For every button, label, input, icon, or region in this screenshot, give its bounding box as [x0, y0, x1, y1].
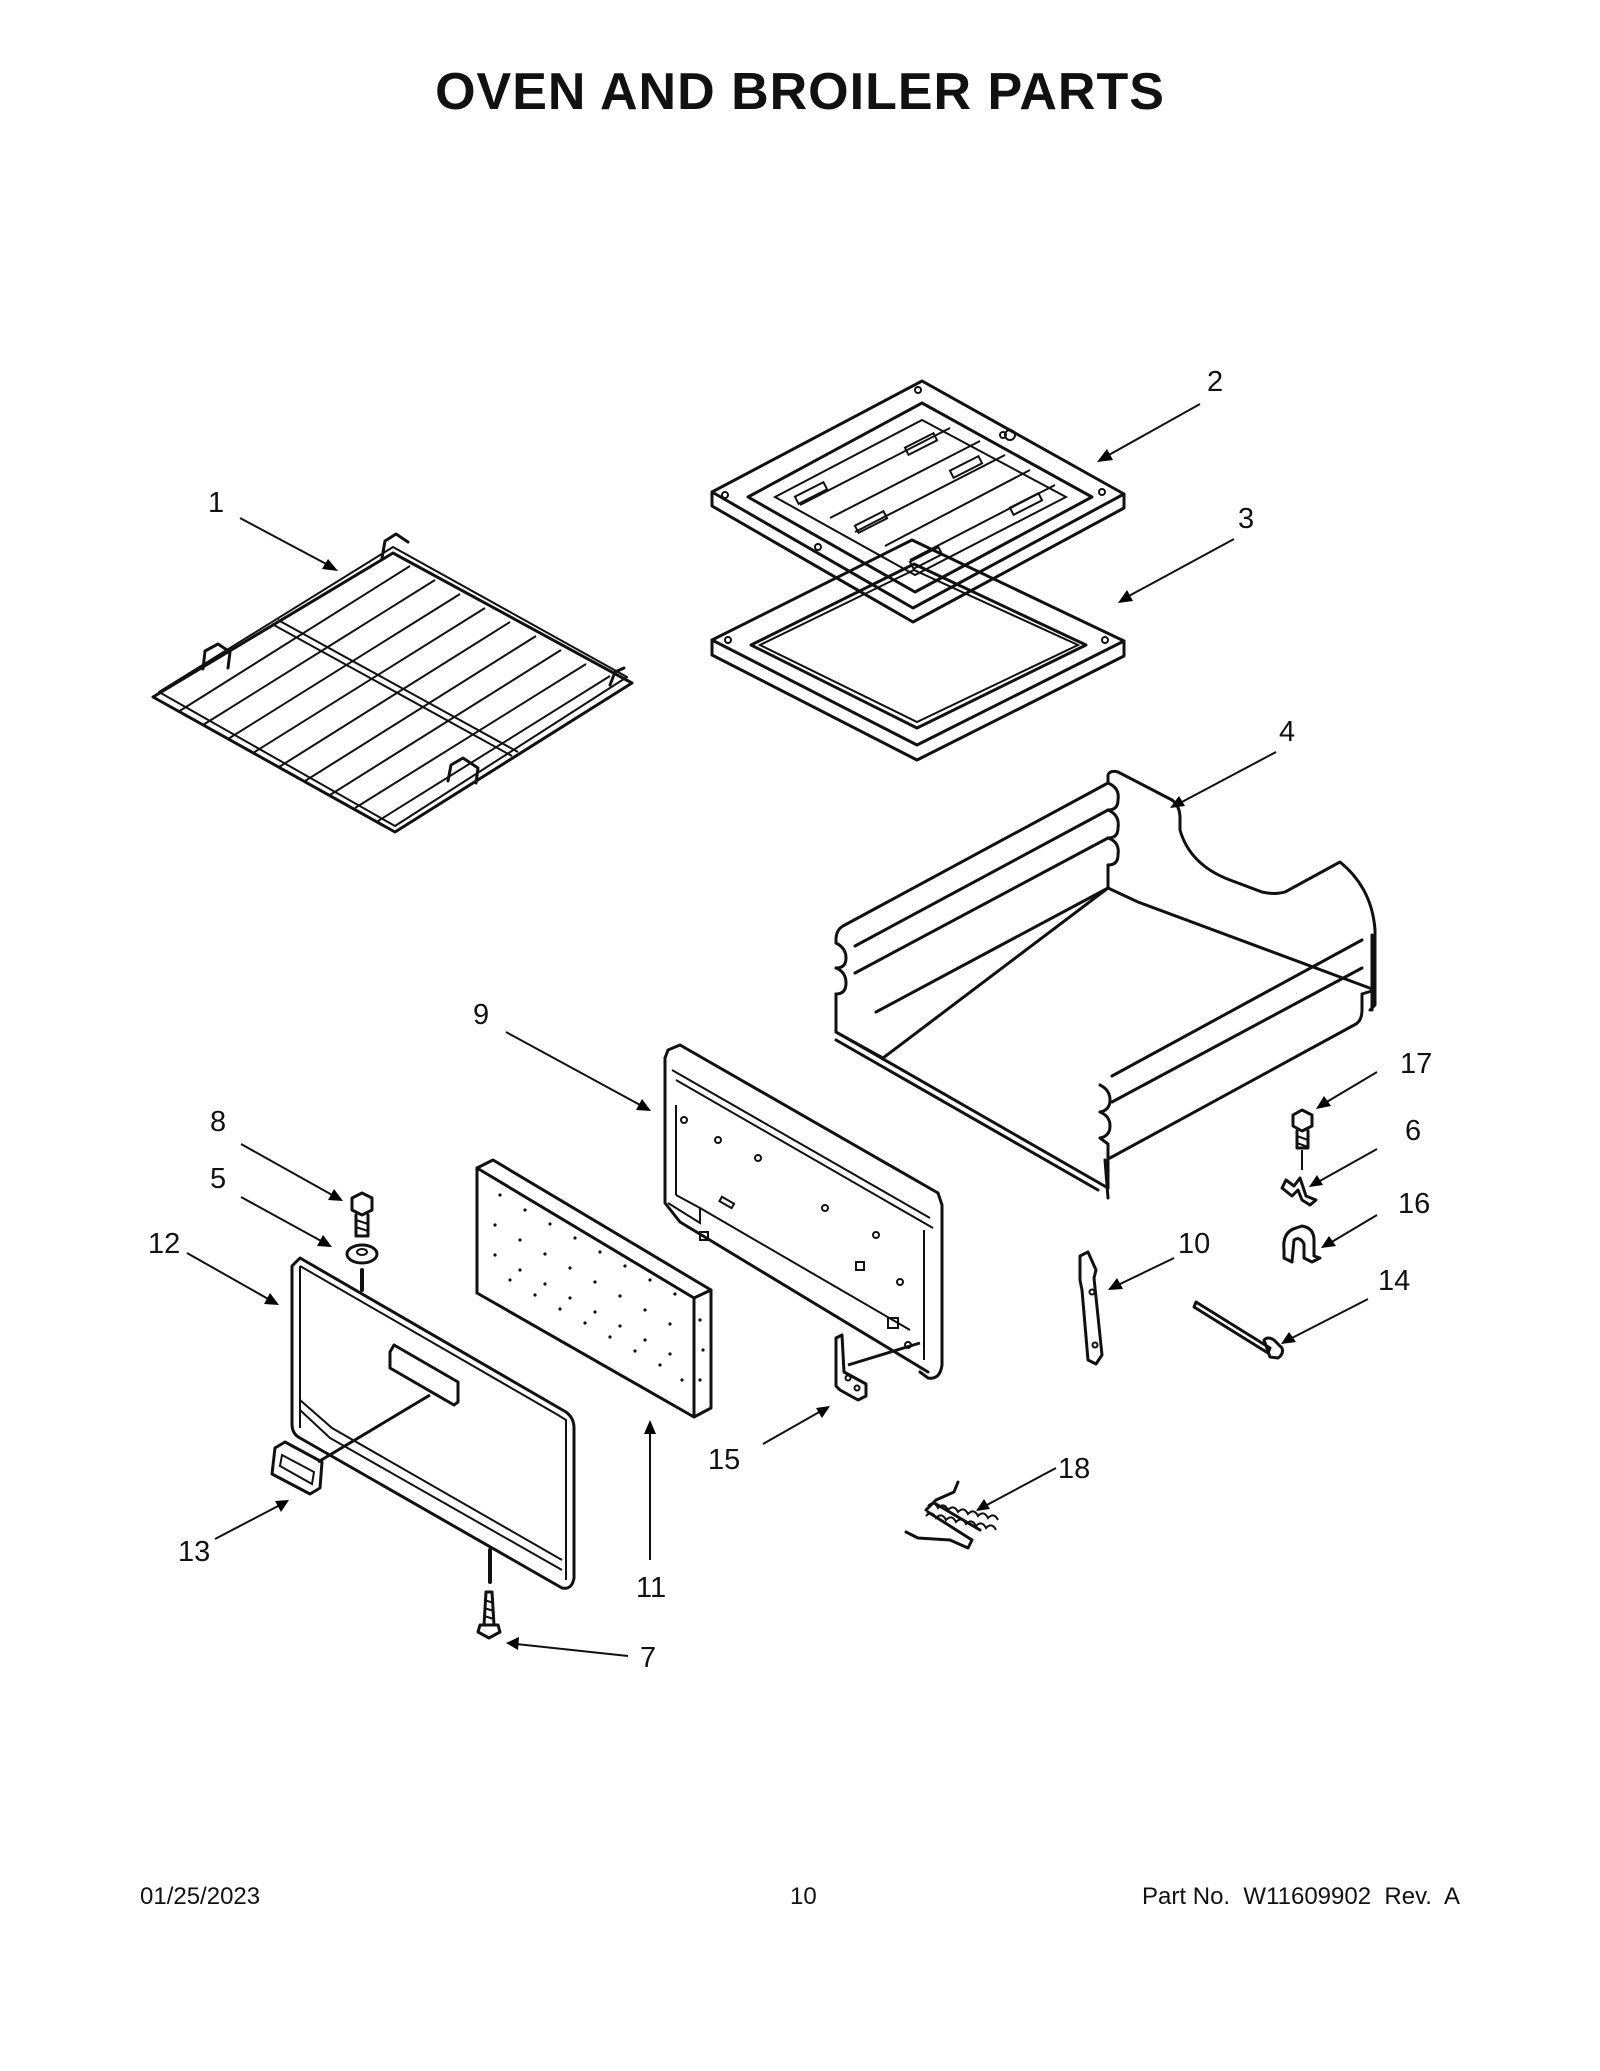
drawer-rack-part: [834, 769, 1377, 1200]
callout-7: 7: [640, 1642, 656, 1674]
callout-18: 18: [1058, 1453, 1090, 1485]
callout-13: 13: [178, 1536, 210, 1568]
insulation-part: [475, 1158, 713, 1419]
callout-17: 17: [1400, 1048, 1432, 1080]
callout-5: 5: [210, 1163, 226, 1195]
slide-arm-part: [1078, 1250, 1104, 1366]
callout-6: 6: [1405, 1115, 1421, 1147]
leader-lines: [186, 403, 1378, 1657]
rod-part: [1192, 1300, 1284, 1360]
page-footer: 01/25/2023 10 Part No. W11609902 Rev. A: [140, 1883, 1460, 1923]
callout-12: 12: [148, 1228, 180, 1260]
footer-date: 01/25/2023: [140, 1883, 261, 1910]
callout-3: 3: [1238, 503, 1254, 535]
oven-rack-part: [151, 532, 634, 834]
callout-2: 2: [1207, 366, 1223, 398]
page-title: OVEN AND BROILER PARTS: [435, 63, 1165, 121]
callout-9: 9: [473, 999, 489, 1031]
callout-8: 8: [210, 1106, 226, 1138]
footer-page-number: 10: [790, 1883, 817, 1910]
callout-16: 16: [1398, 1188, 1430, 1220]
callout-15: 15: [708, 1444, 740, 1476]
callout-14: 14: [1378, 1265, 1410, 1297]
handle-part: [270, 1440, 324, 1496]
screw-part-17: [1291, 1108, 1314, 1170]
spring-part: [904, 1480, 999, 1550]
callout-4: 4: [1279, 716, 1295, 748]
drawer-front-part: [290, 1256, 576, 1590]
footer-part-number: Part No. W11609902 Rev. A: [1142, 1883, 1460, 1910]
screw-part-7: [476, 1548, 502, 1640]
bracket-part: [834, 1333, 921, 1402]
clip-part: [1280, 1176, 1318, 1207]
bolt-part: [350, 1191, 374, 1238]
callout-labels: 1 2 3 4 5 6 7 8 9 10 11 12 13 14 15 16 1…: [148, 366, 1432, 1674]
broiler-pan-bottom-part: [710, 538, 1126, 762]
callout-11: 11: [636, 1572, 666, 1604]
callout-1: 1: [208, 487, 224, 519]
washer-part: [345, 1243, 379, 1292]
callout-10: 10: [1178, 1228, 1210, 1260]
drawer-liner-part: [663, 1043, 944, 1380]
broiler-pan-part: [710, 379, 1126, 624]
retainer-clip-part: [1282, 1224, 1322, 1264]
